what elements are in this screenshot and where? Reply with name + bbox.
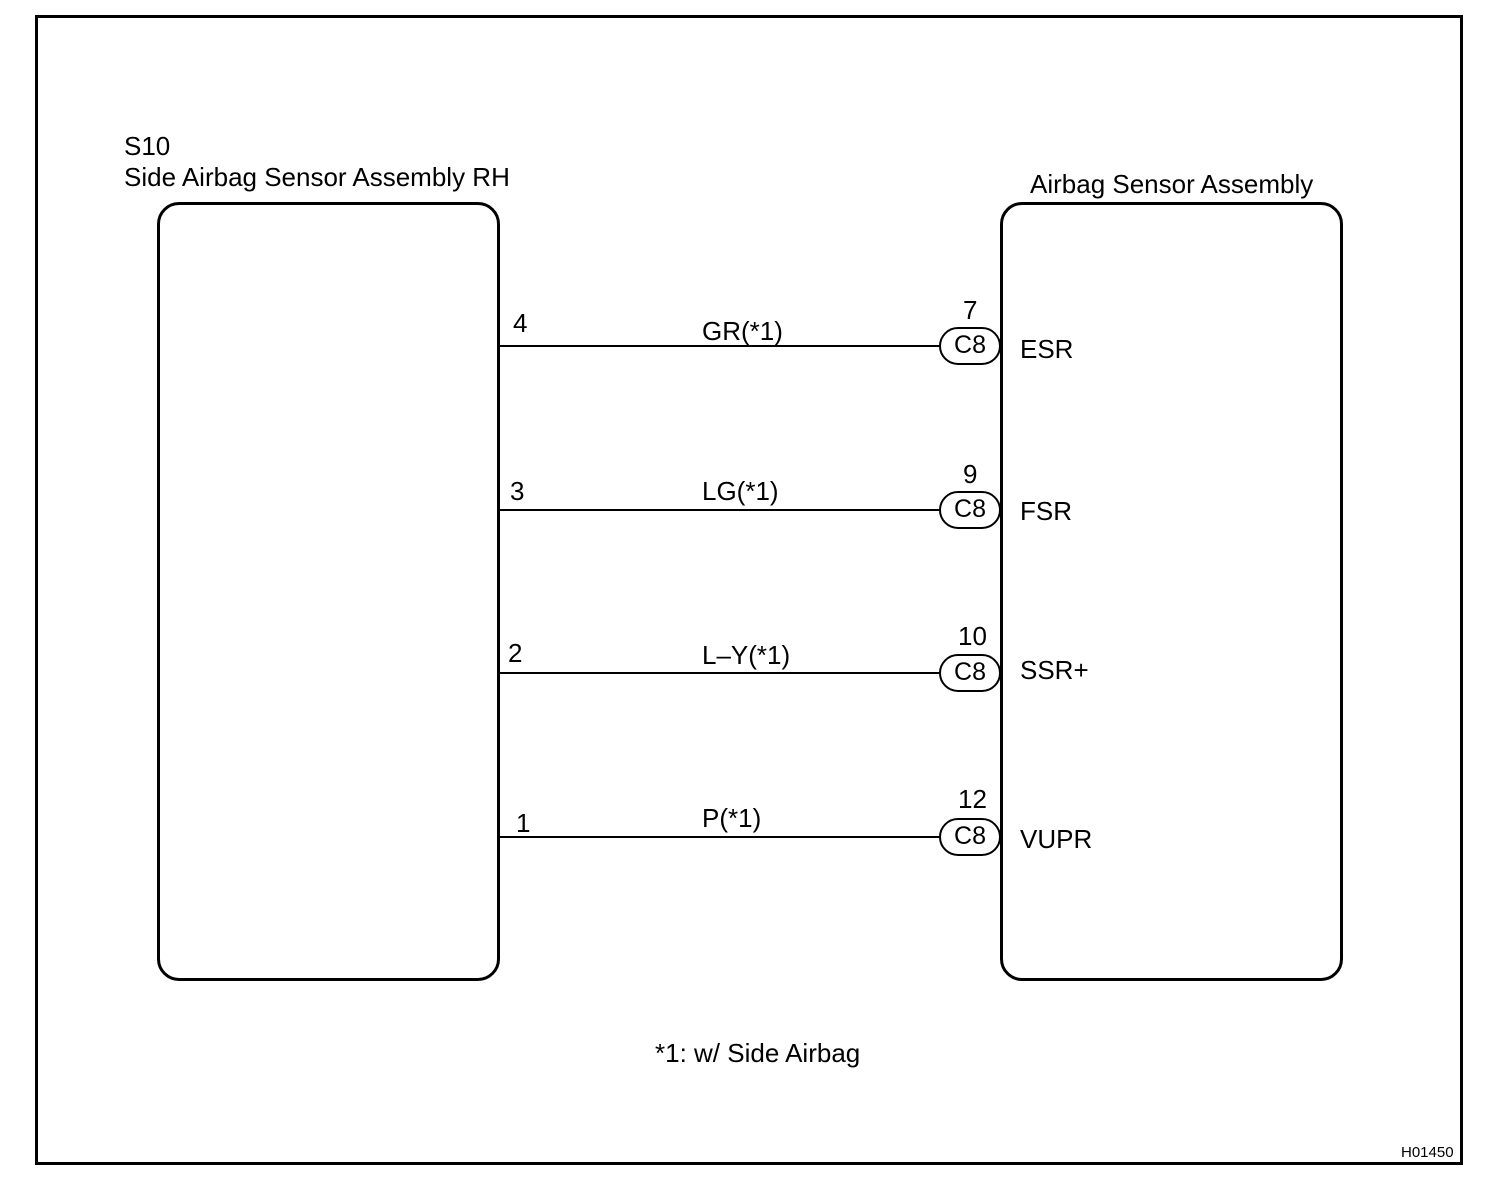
connector-c8: C8: [939, 654, 1001, 692]
wire-color-label: LG(*1): [702, 476, 779, 506]
wire-line: [500, 836, 942, 838]
wire-line: [500, 509, 942, 511]
terminal-name: ESR: [1020, 334, 1074, 364]
left-component-code: S10: [124, 131, 171, 161]
left-pin-number: 4: [513, 308, 528, 338]
right-pin-number: 12: [958, 784, 987, 814]
right-pin-number: 7: [963, 295, 978, 325]
left-pin-number: 1: [516, 808, 531, 838]
left-component-name: Side Airbag Sensor Assembly RH: [124, 162, 510, 192]
wire-color-label: L–Y(*1): [702, 640, 791, 670]
figure-id: H01450: [1401, 1144, 1454, 1161]
diagram-frame: [35, 15, 1463, 1165]
connector-c8: C8: [939, 327, 1001, 365]
left-pin-number: 3: [510, 476, 525, 506]
left-pin-number: 2: [508, 638, 523, 668]
connector-c8: C8: [939, 818, 1001, 856]
left-component-box: [157, 202, 500, 981]
right-pin-number: 9: [963, 459, 978, 489]
wire-color-label: P(*1): [702, 803, 762, 833]
terminal-name: SSR+: [1020, 655, 1089, 685]
terminal-name: VUPR: [1020, 824, 1093, 854]
right-component-box: [1000, 202, 1343, 981]
footnote: *1: w/ Side Airbag: [655, 1038, 861, 1068]
terminal-name: FSR: [1020, 496, 1072, 526]
right-component-name: Airbag Sensor Assembly: [1030, 169, 1314, 199]
connector-c8: C8: [939, 491, 1001, 529]
right-pin-number: 10: [958, 621, 987, 651]
wire-line: [500, 672, 942, 674]
wire-color-label: GR(*1): [702, 316, 783, 346]
wire-line: [500, 345, 942, 347]
